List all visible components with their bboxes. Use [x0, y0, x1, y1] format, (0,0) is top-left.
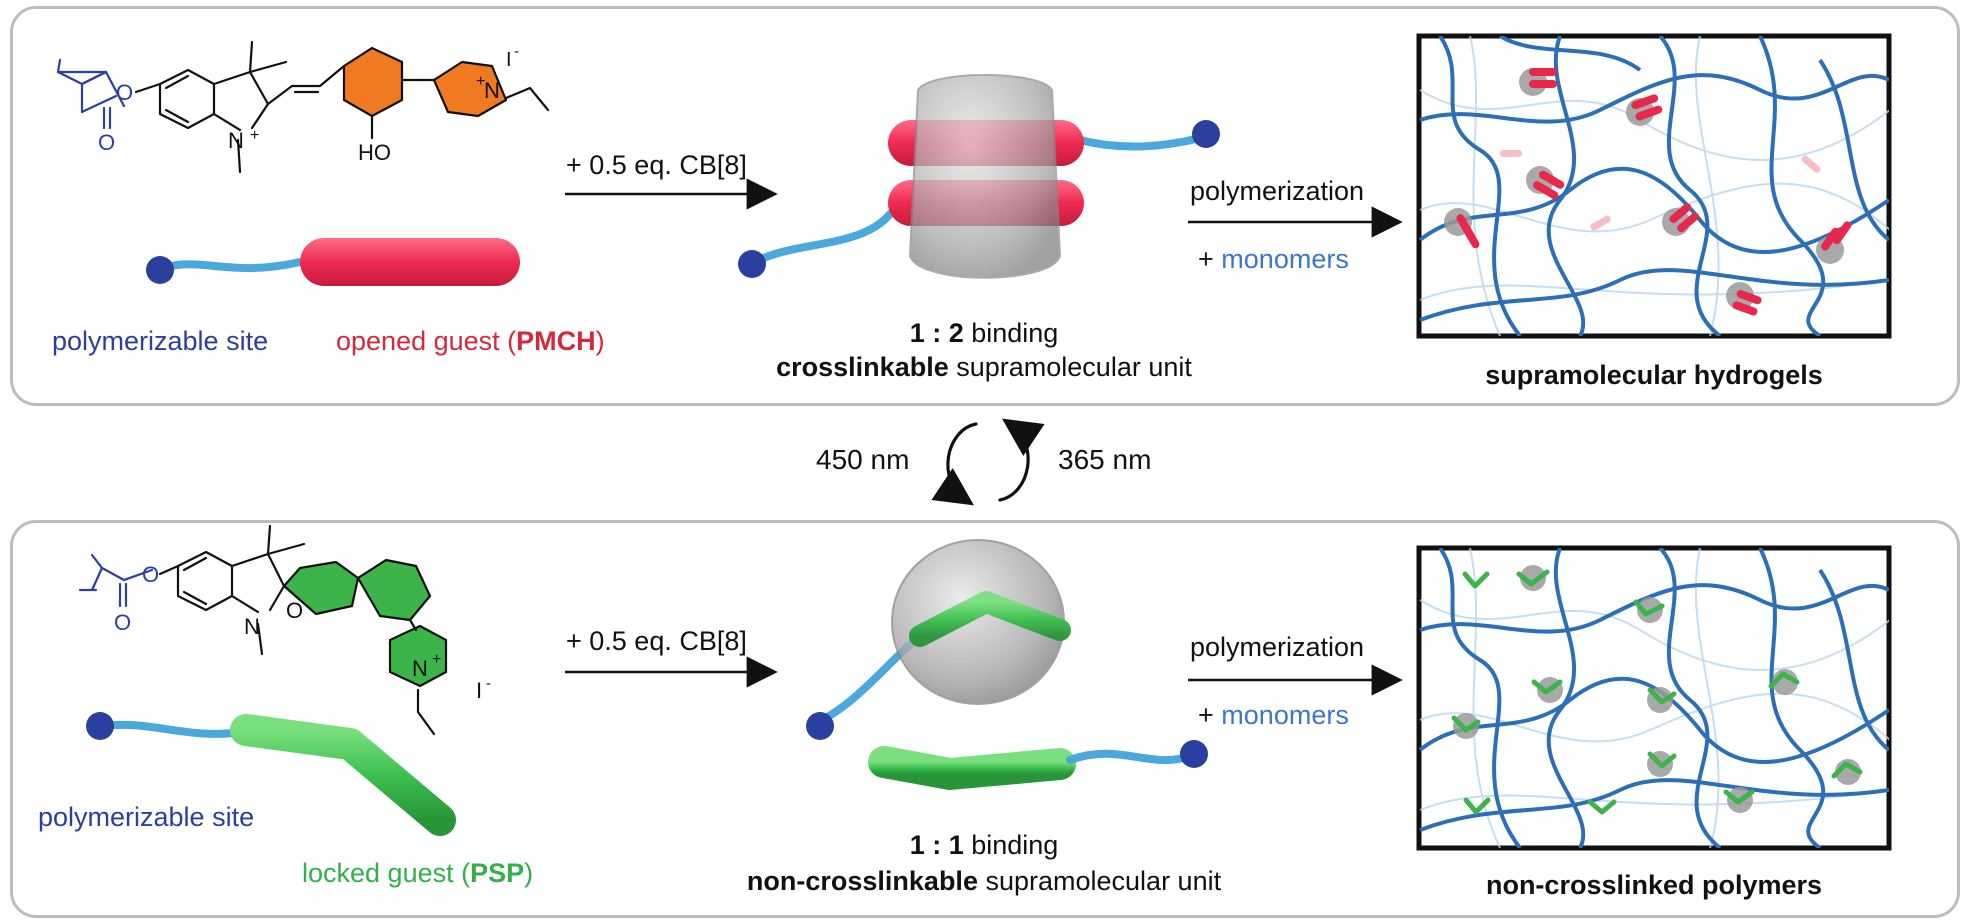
pyridinium-n: N [484, 78, 500, 103]
unit-label-top: crosslinkable supramolecular unit [776, 352, 1192, 382]
reagent-label-bottom: + 0.5 eq. CB[8] [566, 626, 747, 656]
svg-text:I: I [476, 678, 482, 703]
hydrogel-network [1416, 33, 1892, 339]
pyridinium-ring [432, 60, 508, 118]
svg-text:N: N [244, 614, 260, 639]
wavelength-left: 450 nm [816, 444, 910, 475]
indoline-ring-2 [158, 524, 306, 656]
polymer-network [1416, 545, 1892, 851]
methacrylate-group-2 [78, 553, 154, 608]
reagent-label-top: + 0.5 eq. CB[8] [566, 150, 747, 180]
binding-ratio-top: 1 : 2 binding [909, 318, 1059, 348]
monomers-label-bottom: + monomers [1198, 700, 1349, 730]
psp-structure: O O N O N + I - [78, 524, 491, 736]
monomers-label-top: + monomers [1198, 244, 1349, 274]
cb8-binary-complex [806, 539, 1208, 790]
svg-text:O: O [142, 562, 159, 587]
ester-oxygen: O [116, 80, 133, 105]
binding-ratio-bottom: 1 : 1 binding [909, 830, 1059, 860]
process-label-bottom: polymerization [1190, 632, 1365, 662]
iodide-label: I [506, 49, 512, 71]
svg-text:O: O [114, 610, 131, 635]
site-label-top: polymerizable site [52, 326, 269, 356]
photo-switch-arrows [931, 418, 1045, 506]
indoline-n: N [228, 128, 244, 153]
svg-text:O: O [286, 598, 303, 623]
cb8-ternary-complex [738, 74, 1220, 279]
process-label-top: polymerization [1190, 176, 1365, 206]
product-label-top: supramolecular hydrogels [1485, 360, 1823, 390]
indoline-ring [134, 40, 346, 174]
svg-text:+: + [476, 73, 485, 90]
site-label-bottom: polymerizable site [38, 802, 255, 832]
crosslink-sites [1444, 68, 1852, 316]
indoline-charge: + [250, 127, 259, 144]
hydroxyl-label: HO [358, 140, 391, 165]
pendant-guests [1451, 565, 1863, 815]
methacrylate-group [56, 58, 126, 130]
guest-label-bottom: locked guest (PSP) [302, 858, 534, 888]
svg-text:+: + [432, 651, 441, 668]
phenol-ring [342, 46, 404, 118]
pmch-cartoon [146, 238, 520, 286]
psp-cartoon [86, 712, 456, 836]
guest-label-top: opened guest (PMCH) [336, 326, 605, 356]
svg-text:N: N [412, 656, 428, 681]
pyridinium-ring-2 [388, 624, 448, 688]
pmch-structure: O O N + HO N + I - [56, 40, 550, 174]
unit-label-bottom: non-crosslinkable supramolecular unit [746, 866, 1222, 896]
carbonyl-oxygen: O [98, 130, 115, 155]
product-label-bottom: non-crosslinked polymers [1485, 870, 1823, 900]
wavelength-right: 365 nm [1058, 444, 1152, 475]
svg-text:-: - [514, 43, 519, 60]
svg-text:-: - [486, 675, 491, 692]
cb8-host-top [908, 74, 1062, 279]
naphtho-ring [356, 558, 432, 622]
